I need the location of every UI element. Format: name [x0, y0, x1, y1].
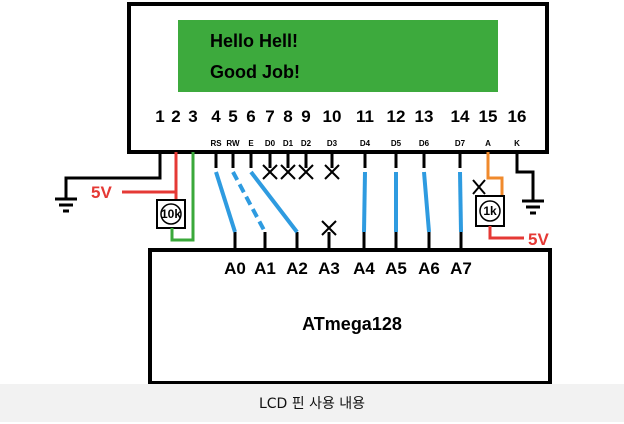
- lcd-pin-number: 9: [301, 107, 310, 126]
- lcd-pin-number: 16: [508, 107, 527, 126]
- left-5v-label: 5V: [91, 183, 112, 202]
- lcd-pin-signal: A: [485, 139, 491, 148]
- lcd-pin-number: 11: [356, 107, 374, 126]
- lcd-pin-signal: RS: [210, 139, 222, 148]
- lcd-pin-number: 3: [188, 107, 197, 126]
- mcu-port-label: A7: [450, 259, 472, 278]
- mcu-port-label: A1: [254, 259, 276, 278]
- lcd-line-2: Good Job!: [210, 62, 300, 82]
- data-wire-rs: [214, 171, 237, 233]
- lcd-pin-number: 7: [265, 107, 274, 126]
- lcd-pin-signal: D3: [327, 139, 338, 148]
- lcd-pin-signal: D2: [301, 139, 312, 148]
- lcd-pin-number: 15: [479, 107, 498, 126]
- lcd-pin-signal: D1: [283, 139, 294, 148]
- lcd-pin-signal: D5: [391, 139, 402, 148]
- lcd-pin-signal: E: [248, 139, 254, 148]
- contrast-pot-label: 10k: [161, 207, 181, 221]
- data-wire-d4: [362, 171, 367, 233]
- backlight-resistor-label: 1k: [483, 204, 497, 218]
- backlight-wire: [486, 152, 504, 196]
- nc-mark-d2: [298, 164, 314, 180]
- lcd-pin-signal: K: [514, 139, 520, 148]
- mcu-chip: [148, 248, 552, 384]
- lcd-pin-number: 8: [283, 107, 292, 126]
- data-wire-e: [249, 170, 299, 234]
- left-ground: [55, 152, 162, 213]
- nc-mark-d0: [262, 164, 278, 180]
- lcd-pin-signal: D0: [265, 139, 276, 148]
- backlight-resistor: 1k: [475, 195, 505, 227]
- mcu-port-labels: A0 A1 A2 A3 A4 A5 A6 A7: [224, 232, 472, 278]
- mcu-name: ATmega128: [302, 314, 402, 334]
- nc-mark-d1: [280, 164, 296, 180]
- mcu-port-label: A0: [224, 259, 246, 278]
- right-5v-label: 5V: [528, 230, 549, 249]
- left-5v-wire: [122, 152, 178, 200]
- not-connected-marks: [262, 164, 340, 236]
- data-wire-d7: [458, 171, 463, 233]
- lcd-line-1: Hello Hell!: [210, 31, 298, 51]
- mcu-port-label: A3: [318, 259, 340, 278]
- lcd-pin-number: 14: [451, 107, 470, 126]
- lcd-pin-number: 6: [246, 107, 255, 126]
- mcu-port-label: A2: [286, 259, 308, 278]
- nc-mark-d3: [324, 164, 340, 180]
- mcu-port-label: A4: [353, 259, 375, 278]
- data-wire-rw: [231, 171, 267, 233]
- lcd-pin-signal: D6: [419, 139, 430, 148]
- lcd-pin-signal: RW: [226, 139, 240, 148]
- data-wire-d6: [422, 171, 431, 233]
- lcd-pin-number: 1: [155, 107, 164, 126]
- lcd-pin-number: 5: [228, 107, 237, 126]
- lcd-pin-number: 2: [171, 107, 180, 126]
- nc-mark-a3: [321, 220, 337, 236]
- lcd-pin-signal: D7: [455, 139, 466, 148]
- right-5v-wire: [488, 226, 524, 240]
- contrast-wire: [170, 152, 195, 242]
- lcd-pin-signal: D4: [360, 139, 371, 148]
- contrast-pot: 10k: [156, 199, 186, 229]
- lcd-pin-number: 13: [415, 107, 434, 126]
- right-ground: [515, 152, 544, 215]
- lcd-screen: [178, 20, 498, 92]
- backlight-nc-mark: [472, 179, 486, 195]
- lcd-pin-number: 10: [323, 107, 342, 126]
- lcd-pin-number: 12: [387, 107, 406, 126]
- figure-caption: LCD 핀 사용 내용: [0, 384, 624, 422]
- mcu-port-label: A6: [418, 259, 440, 278]
- wiring: [214, 170, 463, 234]
- lcd-pin-number: 4: [211, 107, 221, 126]
- mcu-port-label: A5: [385, 259, 407, 278]
